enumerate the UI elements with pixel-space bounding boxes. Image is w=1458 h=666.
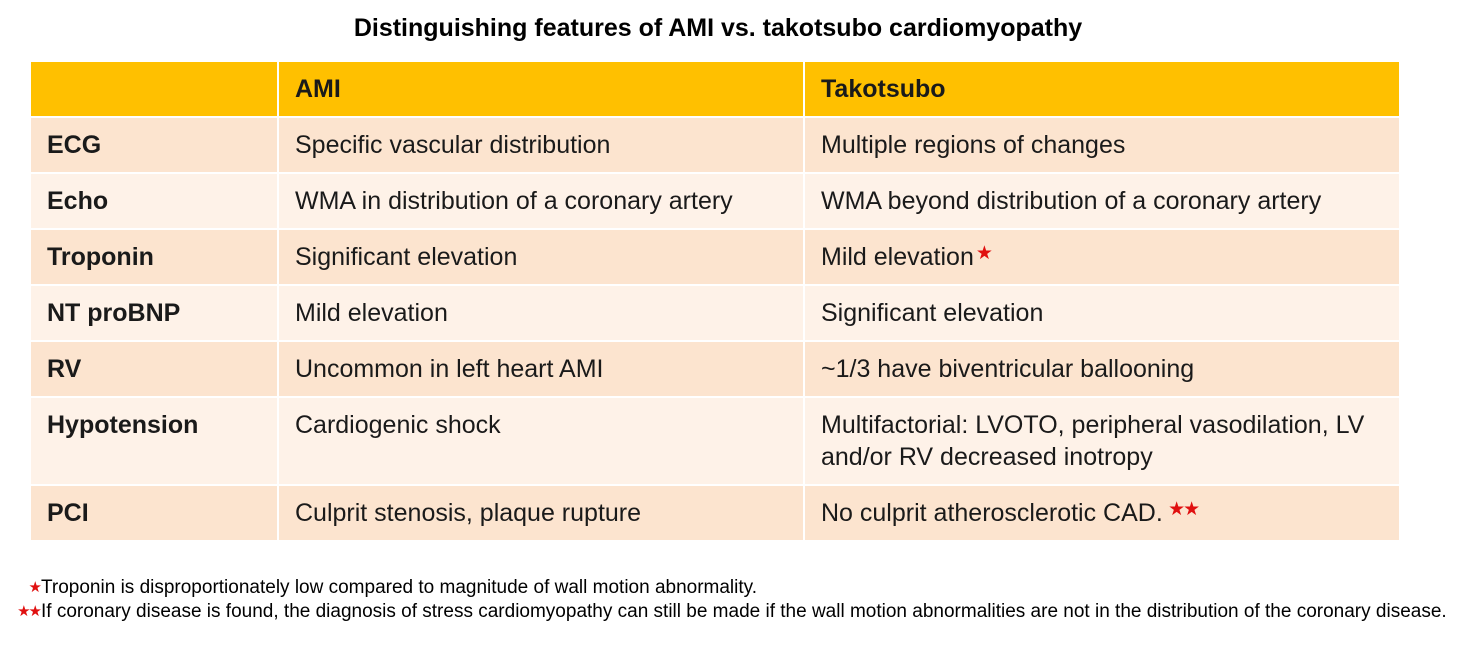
row-feature: Echo — [29, 172, 279, 230]
row-feature: Troponin — [29, 228, 279, 286]
cell-takotsubo: Significant elevation — [803, 284, 1401, 342]
cell-takotsubo: Multiple regions of changes — [803, 116, 1401, 174]
header-cell-feature — [29, 60, 279, 118]
comparison-table: AMI Takotsubo ECG Specific vascular dist… — [29, 60, 1401, 542]
table-row: Hypotension Cardiogenic shock Multifacto… — [29, 396, 1401, 486]
cell-takotsubo: Mild elevation★ — [803, 228, 1401, 286]
cell-takotsubo: No culprit atherosclerotic CAD. ★★ — [803, 484, 1401, 542]
row-feature: RV — [29, 340, 279, 398]
footnote: ★★ If coronary disease is found, the dia… — [10, 600, 1450, 624]
cell-takotsubo: ~1/3 have biventricular ballooning — [803, 340, 1401, 398]
footnote-text: Troponin is disproportionately low compa… — [41, 577, 758, 598]
table-row: Echo WMA in distribution of a coronary a… — [29, 172, 1401, 230]
footnote-double-star-icon: ★★ — [17, 603, 42, 620]
row-feature: Hypotension — [29, 396, 279, 486]
footnote: ★ Troponin is disproportionately low com… — [10, 576, 1450, 600]
footnote-star-icon: ★★ — [1164, 499, 1200, 520]
table-row: RV Uncommon in left heart AMI ~1/3 have … — [29, 340, 1401, 398]
table-row: NT proBNP Mild elevation Significant ele… — [29, 284, 1401, 342]
cell-ami: Cardiogenic shock — [277, 396, 805, 486]
cell-ami: Specific vascular distribution — [277, 116, 805, 174]
footnote-text: If coronary disease is found, the diagno… — [41, 601, 1447, 622]
footnote-star-icon: ★ — [975, 243, 993, 264]
page-title: Distinguishing features of AMI vs. takot… — [353, 14, 1083, 42]
table-row: PCI Culprit stenosis, plaque rupture No … — [29, 484, 1401, 542]
cell-takotsubo: Multifactorial: LVOTO, peripheral vasodi… — [803, 396, 1401, 486]
cell-ami: WMA in distribution of a coronary artery — [277, 172, 805, 230]
table-row: ECG Specific vascular distribution Multi… — [29, 116, 1401, 174]
footnotes: ★ Troponin is disproportionately low com… — [10, 576, 1450, 624]
cell-takotsubo: WMA beyond distribution of a coronary ar… — [803, 172, 1401, 230]
cell-ami: Significant elevation — [277, 228, 805, 286]
header-cell-ami: AMI — [277, 60, 805, 118]
table-row: Troponin Significant elevation Mild elev… — [29, 228, 1401, 286]
cell-ami: Culprit stenosis, plaque rupture — [277, 484, 805, 542]
row-feature: NT proBNP — [29, 284, 279, 342]
cell-ami: Mild elevation — [277, 284, 805, 342]
header-cell-takotsubo: Takotsubo — [803, 60, 1401, 118]
row-feature: ECG — [29, 116, 279, 174]
table-header-row: AMI Takotsubo — [29, 60, 1401, 118]
footnote-star-icon: ★ — [28, 579, 42, 596]
row-feature: PCI — [29, 484, 279, 542]
cell-ami: Uncommon in left heart AMI — [277, 340, 805, 398]
